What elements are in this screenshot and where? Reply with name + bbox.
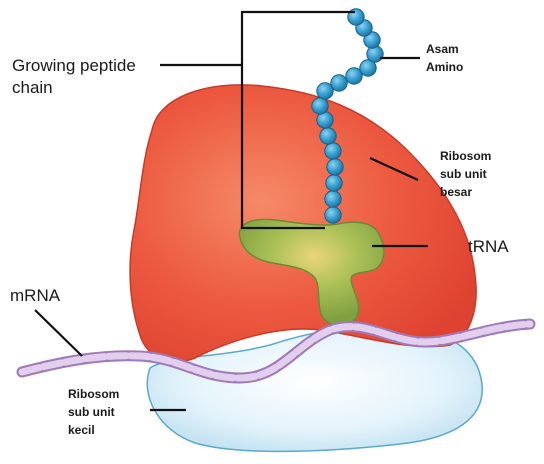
amino-acid-bead xyxy=(325,207,341,223)
large-subunit-label-line1: Ribosom xyxy=(440,149,491,163)
small-subunit-label-line2: sub unit xyxy=(68,405,115,419)
amino-acid-bead xyxy=(320,128,336,144)
amino-acid-bead xyxy=(327,159,343,175)
amino-acid-bead xyxy=(325,143,341,159)
small-subunit-label-line1: Ribosom xyxy=(68,387,119,401)
mrna-leader-line xyxy=(35,310,82,356)
amino-label-line2: Amino xyxy=(426,60,463,74)
amino-acid-bead xyxy=(367,46,383,62)
amino-acid-bead xyxy=(312,98,328,114)
mrna-label: mRNA xyxy=(10,286,61,305)
small-subunit-label-line3: kecil xyxy=(68,423,95,437)
amino-acid-bead xyxy=(326,175,342,191)
amino-acid-bead xyxy=(325,191,341,207)
large-subunit-label-line3: besar xyxy=(440,185,472,199)
trna-label: tRNA xyxy=(468,237,509,256)
peptide-label-line2: chain xyxy=(12,78,53,97)
amino-label-line1: Asam xyxy=(426,42,459,56)
peptide-label-line1: Growing peptide xyxy=(12,56,136,75)
amino-acid-bead xyxy=(331,75,347,91)
large-subunit-label-line2: sub unit xyxy=(440,167,487,181)
